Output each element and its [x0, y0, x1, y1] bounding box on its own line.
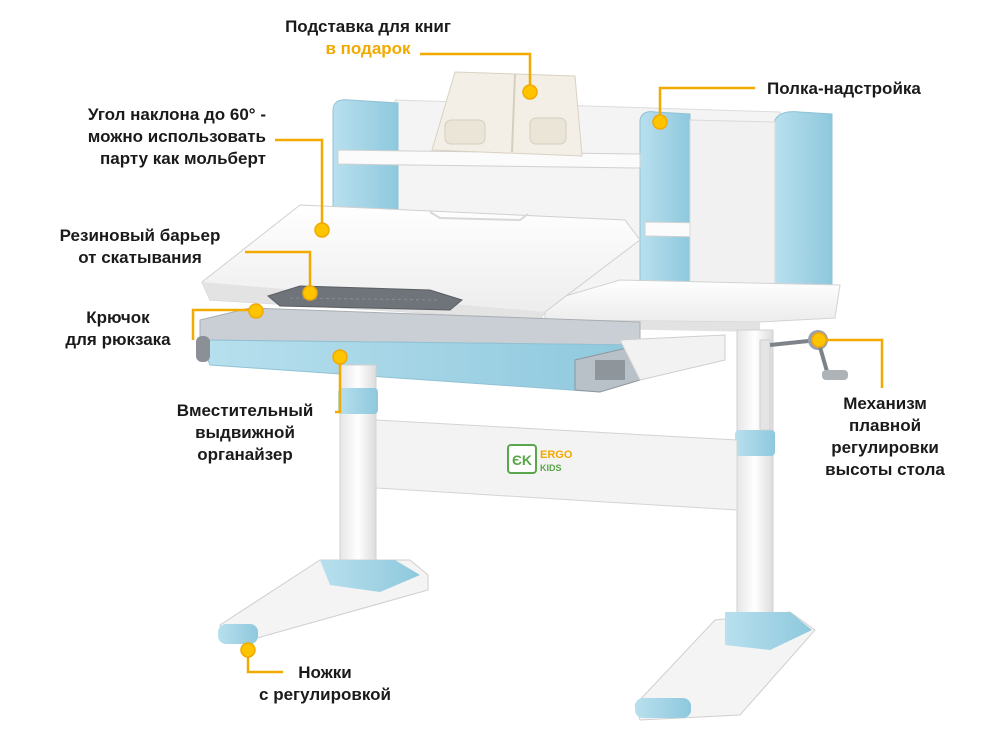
label-legs-line1: Ножки	[298, 663, 352, 682]
marker-shelf	[652, 114, 668, 130]
label-organizer-line2: выдвижной	[195, 423, 295, 442]
label-tilt-line1: Угол наклона до 60° -	[87, 105, 266, 124]
callout-line-shelf	[658, 86, 755, 120]
label-barrier: Резиновый барьер от скатывания	[40, 225, 240, 269]
callout-line-book-stand	[420, 52, 532, 90]
label-organizer: Вместительный выдвижной органайзер	[160, 400, 330, 466]
label-legs-line2: с регулировкой	[259, 685, 391, 704]
ergokids-logo: ЄK ERGO KIDS	[507, 444, 573, 474]
label-mechanism: Механизм плавной регулировки высоты стол…	[805, 393, 965, 481]
markers	[240, 84, 827, 658]
label-tilt: Угол наклона до 60° - можно использовать…	[40, 104, 266, 170]
label-hook-line2: для рюкзака	[65, 330, 171, 349]
label-hook-line1: Крючок	[86, 308, 150, 327]
label-tilt-line2: можно использовать	[87, 127, 266, 146]
marker-tilt	[314, 222, 330, 238]
label-mechanism-line1: Механизм	[843, 394, 927, 413]
callout-line-mechanism	[820, 338, 884, 388]
marker-hook	[248, 303, 264, 319]
marker-barrier	[302, 285, 318, 301]
label-book-stand: Подставка для книг в подарок	[268, 16, 468, 60]
callout-line-hook	[191, 308, 255, 340]
label-organizer-line3: органайзер	[197, 445, 293, 464]
marker-book-stand	[522, 84, 538, 100]
label-shelf: Полка-надстройка	[767, 78, 921, 100]
label-legs: Ножки с регулировкой	[230, 662, 420, 706]
callout-line-tilt	[275, 138, 324, 228]
logo-word-ergo: ERGO	[540, 449, 573, 461]
logo-word-kids: KIDS	[540, 463, 562, 473]
label-hook: Крючок для рюкзака	[38, 307, 198, 351]
label-mechanism-line2: плавной	[848, 416, 922, 435]
marker-organizer	[332, 349, 348, 365]
label-tilt-line3: парту как мольберт	[99, 149, 266, 168]
label-book-stand-line1: Подставка для книг	[285, 17, 451, 36]
desk-frame	[218, 329, 848, 721]
callout-lines	[191, 52, 884, 674]
label-organizer-line1: Вместительный	[176, 401, 314, 420]
label-barrier-line1: Резиновый барьер	[59, 226, 221, 245]
callout-line-barrier	[245, 250, 312, 292]
book-stand	[431, 71, 583, 157]
drawer-organizer	[196, 307, 726, 393]
logo-mark: ЄK	[512, 452, 532, 468]
label-mechanism-line4: высоты стола	[825, 460, 945, 479]
label-shelf-line1: Полка-надстройка	[767, 79, 921, 98]
label-mechanism-line3: регулировки	[831, 438, 939, 457]
callout-line-organizer	[335, 358, 342, 414]
label-book-stand-gift: в подарок	[325, 39, 411, 58]
marker-legs	[240, 642, 256, 658]
marker-mechanism	[811, 332, 827, 348]
label-barrier-line2: от скатывания	[78, 248, 202, 267]
